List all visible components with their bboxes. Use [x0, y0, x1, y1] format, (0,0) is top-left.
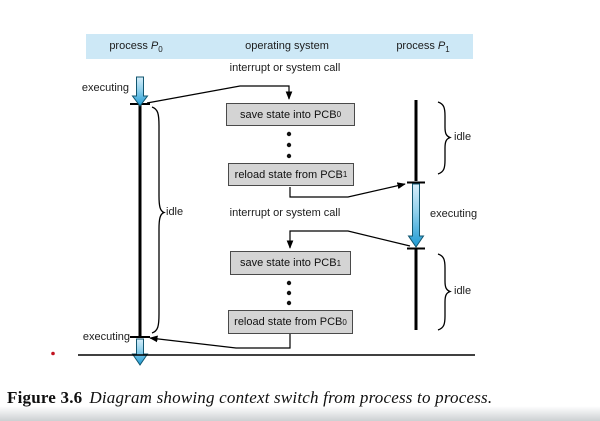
p0-idle-label: idle: [166, 206, 184, 218]
save-pcb0-subscript: 0: [336, 110, 342, 119]
idle-brace-p1-top: [437, 101, 452, 175]
operating-system-label: operating system: [245, 40, 329, 52]
reload-pcb1-text: reload state from PCB: [234, 168, 343, 181]
process-p0-variable: P: [150, 40, 159, 52]
save-pcb1-subscript: 1: [336, 258, 342, 268]
p1-idle-label-top: idle: [454, 131, 472, 143]
connector-interrupt-to-save-pcb0: [146, 85, 293, 104]
reload-pcb0-text: reload state from PCB: [234, 316, 343, 328]
process-p1-prefix: process: [396, 40, 438, 52]
process-p0-prefix: process: [109, 40, 151, 52]
interrupt-label-middle: interrupt or system call: [229, 207, 341, 219]
interrupt-label-top: interrupt or system call: [229, 62, 341, 74]
header-process-p1: process P1: [373, 34, 473, 59]
reload-pcb1-subscript: 1: [342, 170, 348, 179]
connector-reload-pcb0-to-p0: [149, 334, 291, 349]
p0-executing-arrow-top-icon: [131, 76, 149, 107]
figure-caption-label: Figure 3.6: [7, 388, 83, 407]
p1-executing-label: executing: [430, 208, 478, 220]
save-pcb1-text: save state into PCB: [239, 257, 337, 269]
p1-executing-arrow-icon: [407, 183, 425, 248]
header-operating-system: operating system: [237, 34, 337, 59]
header-band: process P0 operating system process P1: [86, 34, 473, 59]
p0-executing-label-top: executing: [81, 82, 129, 94]
idle-brace-p0: [151, 106, 166, 334]
idle-brace-p1-bottom: [437, 253, 452, 331]
process-p1-subscript: 1: [445, 45, 450, 55]
reload-pcb0-subscript: 0: [342, 317, 347, 327]
connector-reload-pcb1-to-p1: [289, 182, 406, 198]
p0-executing-arrow-bottom-icon: [131, 338, 149, 366]
process-p0-subscript: 0: [158, 45, 163, 55]
process-p1-variable: P: [437, 40, 446, 52]
bottom-fade-strip: [0, 406, 600, 421]
figure-caption: Figure 3.6 Diagram showing context switch…: [7, 388, 597, 408]
header-process-p0: process P0: [86, 34, 186, 59]
connector-interrupt-to-save-pcb1: [286, 230, 411, 249]
ellipsis-dots-top: [286, 131, 292, 159]
save-pcb0-text: save state into PCB: [239, 108, 337, 121]
p1-idle-label-bottom: idle: [454, 285, 472, 297]
figure-caption-text: Diagram showing context switch from proc…: [89, 388, 493, 407]
ellipsis-dots-bottom: [286, 280, 292, 306]
p0-executing-label-bottom: executing: [82, 331, 130, 343]
red-dot-marker: [51, 351, 55, 356]
